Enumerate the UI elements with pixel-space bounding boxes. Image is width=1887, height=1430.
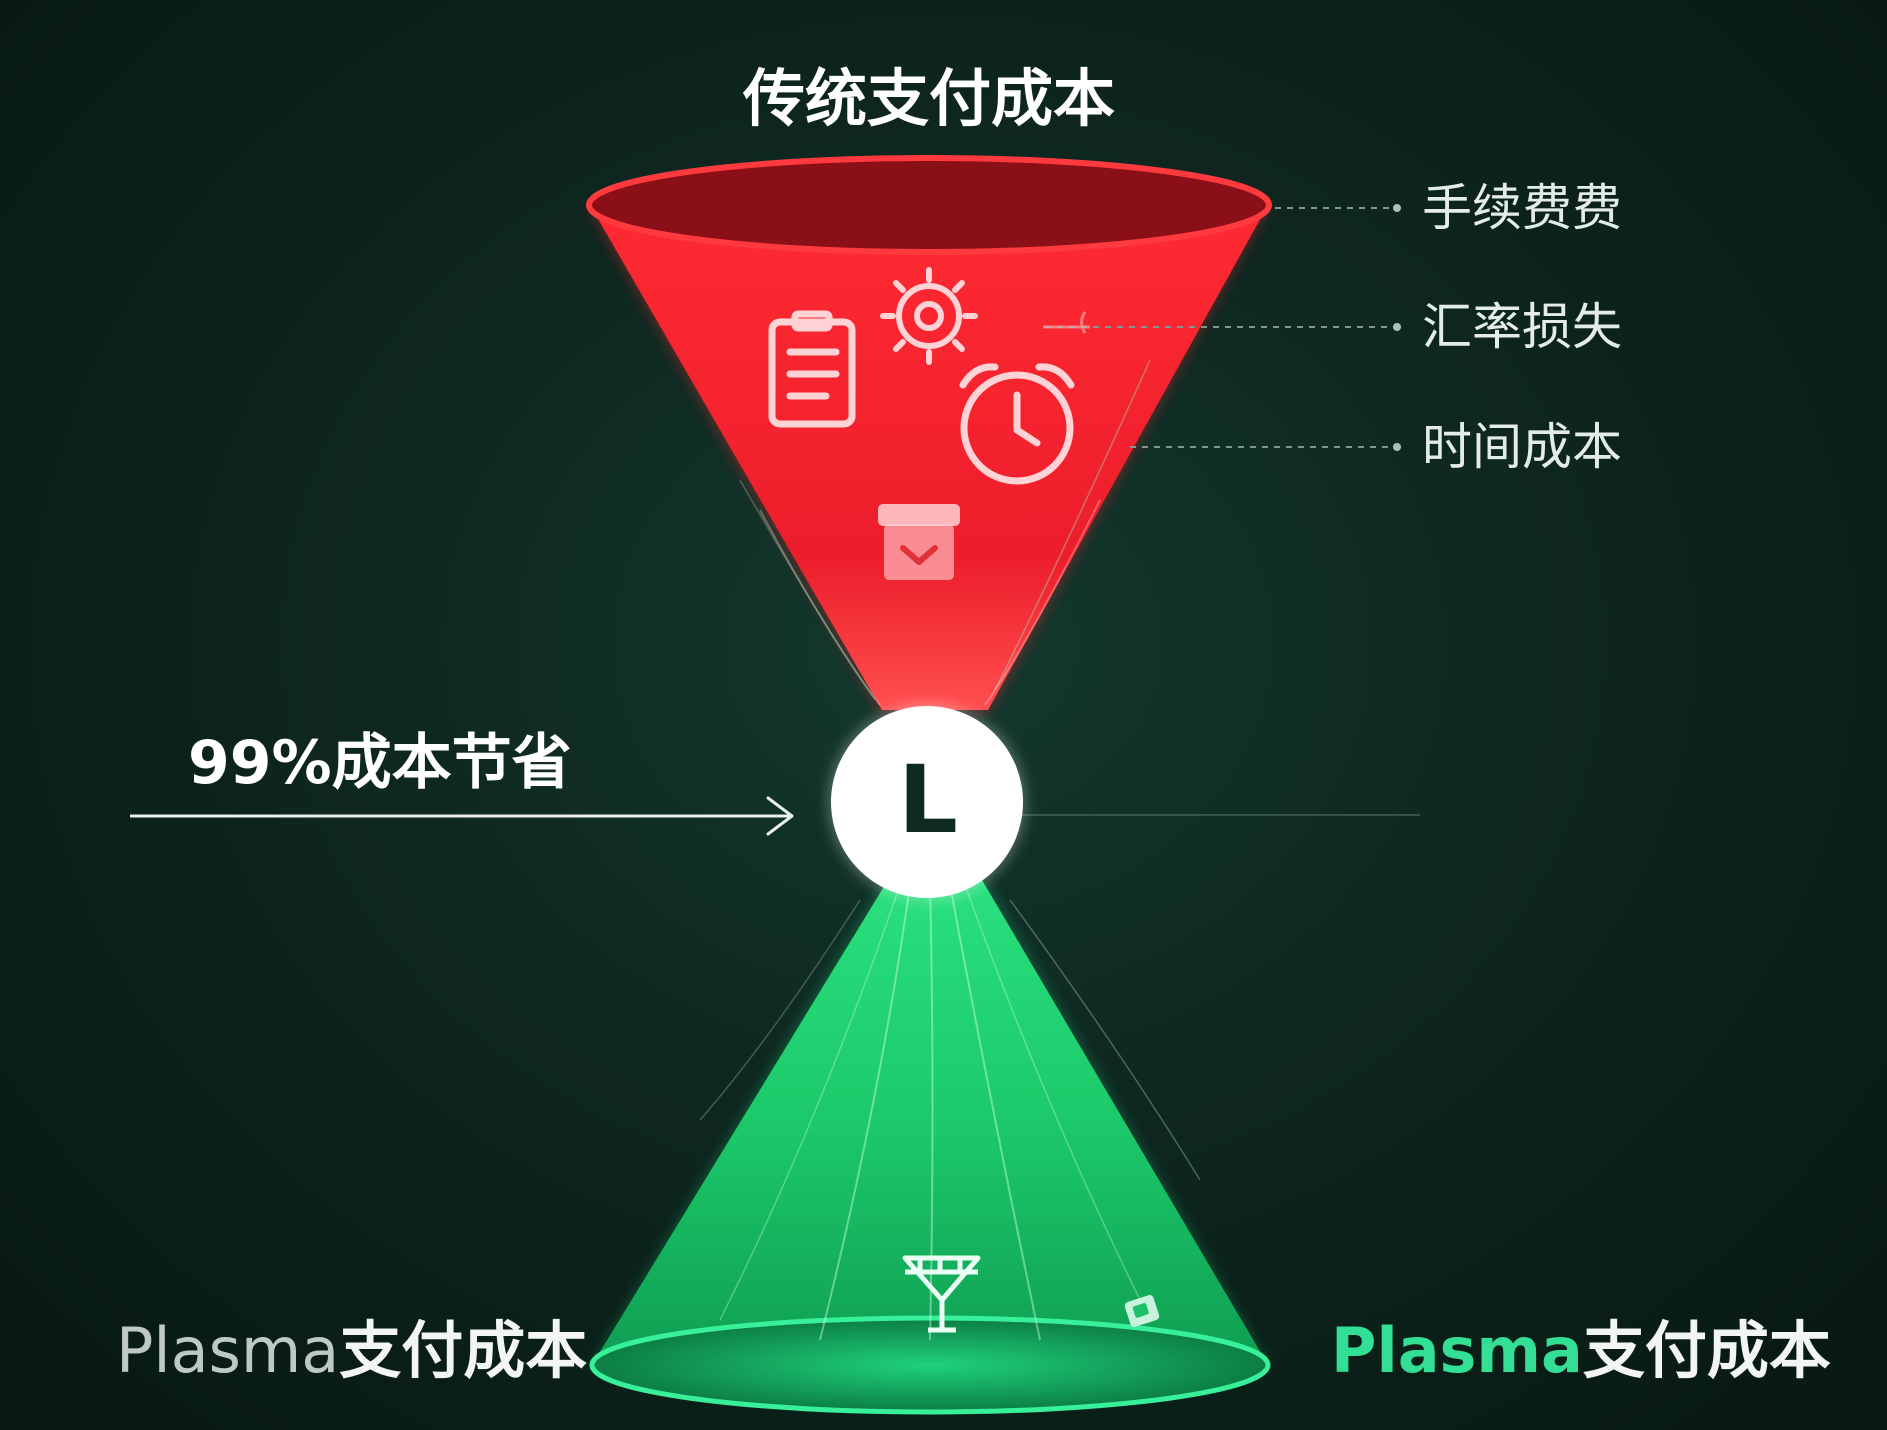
plasma-brand-right: Plasma [1331,1314,1583,1387]
savings-label: 99%成本节省 [188,733,572,793]
traditional-cost-funnel [587,158,1270,712]
funnel-top-rim [589,158,1269,252]
savings-arrow [130,798,792,834]
plasma-brand-left: Plasma [116,1314,339,1387]
traditional-cost-title: 传统支付成本 [743,68,1115,130]
plasma-cost-text-right: 支付成本 [1583,1314,1831,1387]
logo-letter: L [898,754,958,848]
plasma-cost-text-left: 支付成本 [339,1314,587,1387]
cost-label-fees: 手续费费 [1422,183,1622,233]
box-icon [878,504,960,580]
plasma-cost-label-left: Plasma支付成本 [116,1320,587,1382]
cost-label-time: 时间成本 [1422,422,1622,472]
plasma-cost-label-right: Plasma支付成本 [1331,1320,1831,1382]
cost-label-fx-loss: 汇率损失 [1422,302,1622,352]
